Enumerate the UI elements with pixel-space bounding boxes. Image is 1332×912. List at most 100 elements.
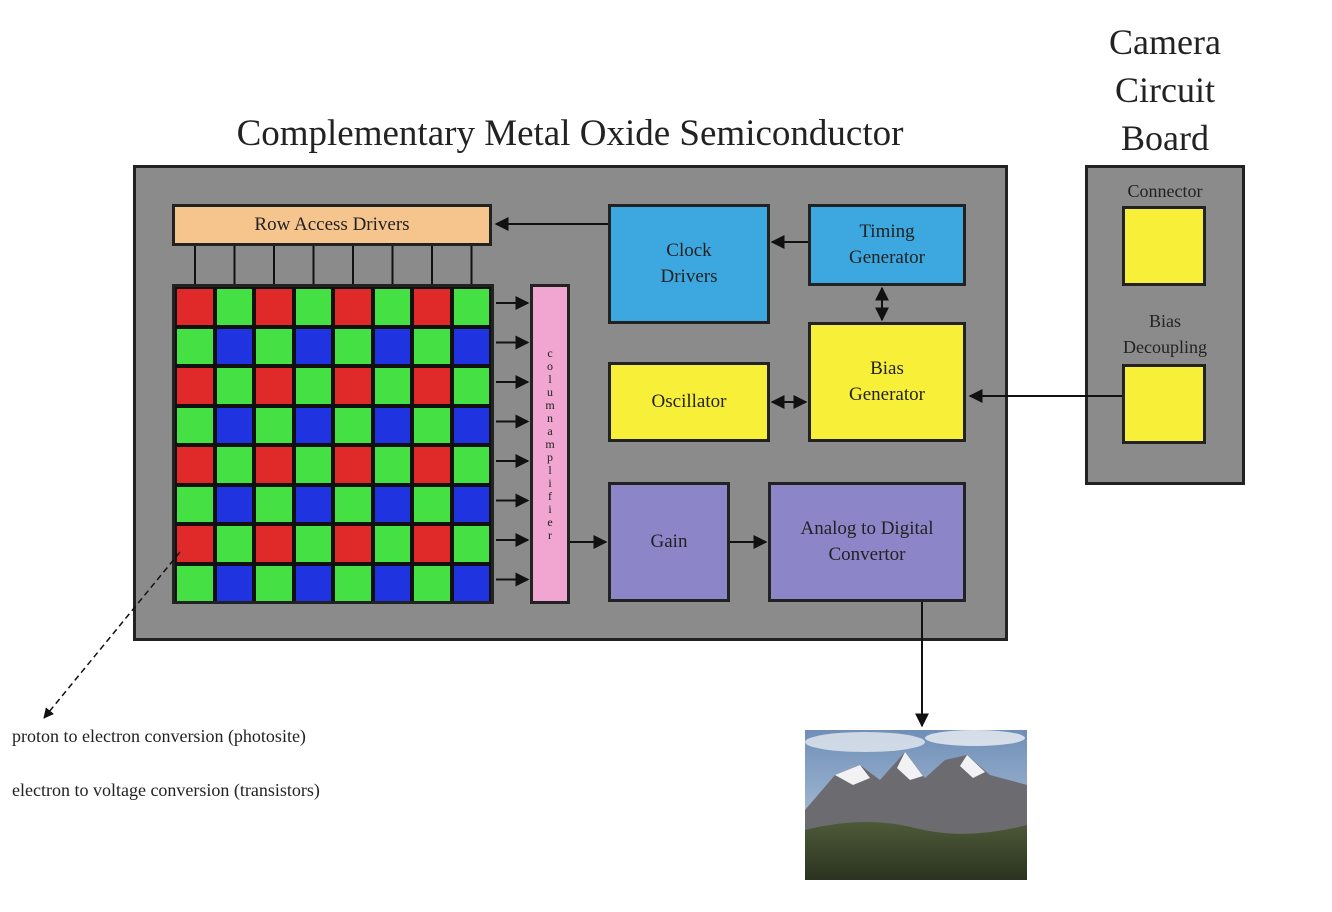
pixel-cell bbox=[414, 526, 450, 562]
photosite-note: proton to electron conversion (photosite… bbox=[12, 726, 306, 746]
timing-generator-line1: Timing bbox=[859, 221, 915, 242]
column-amplifier-letter: c bbox=[547, 345, 553, 360]
pixel-cell bbox=[177, 289, 213, 325]
pixel-cell bbox=[414, 447, 450, 483]
column-amplifier-letter: i bbox=[548, 501, 552, 516]
pixel-cell bbox=[453, 368, 489, 404]
clock-drivers: Clock Drivers bbox=[608, 204, 770, 324]
row-access-drivers: Row Access Drivers bbox=[172, 204, 492, 246]
pixel-cell bbox=[374, 526, 410, 562]
column-amplifier-letter: m bbox=[545, 397, 555, 412]
pixel-cell bbox=[256, 328, 292, 364]
pixel-cell bbox=[335, 368, 371, 404]
column-amplifier-letter: p bbox=[547, 449, 553, 464]
column-amplifier-letter: i bbox=[548, 475, 552, 490]
camera-board-title-line3: Board bbox=[1121, 118, 1209, 158]
pixel-cell bbox=[335, 447, 371, 483]
oscillator-label: Oscillator bbox=[651, 391, 727, 412]
column-amplifier-letter: m bbox=[545, 436, 555, 451]
column-amplifier-letter: a bbox=[547, 423, 553, 438]
pixel-cell bbox=[295, 526, 331, 562]
pixel-cell bbox=[335, 565, 371, 601]
adc-line2: Convertor bbox=[828, 544, 906, 565]
bias-decoupling-label: Bias Decoupling bbox=[1090, 308, 1240, 360]
connector-block bbox=[1122, 206, 1206, 286]
pixel-cell bbox=[453, 486, 489, 522]
pixel-cell bbox=[256, 526, 292, 562]
pixel-cell bbox=[295, 565, 331, 601]
chip-title: Complementary Metal Oxide Semiconductor bbox=[236, 113, 904, 154]
pixel-cell bbox=[335, 407, 371, 443]
pixel-cell bbox=[453, 407, 489, 443]
pixel-cell bbox=[216, 565, 252, 601]
pixel-cell bbox=[216, 526, 252, 562]
pixel-cell bbox=[414, 328, 450, 364]
pixel-cell bbox=[295, 486, 331, 522]
pixel-cell bbox=[414, 289, 450, 325]
pixel-cell bbox=[335, 526, 371, 562]
pixel-cell bbox=[453, 526, 489, 562]
camera-board-title-line2: Circuit bbox=[1115, 70, 1215, 110]
pixel-cell bbox=[335, 289, 371, 325]
camera-board-title-line1: Camera bbox=[1109, 22, 1221, 62]
camera-board-title: Camera Circuit Board bbox=[1085, 18, 1245, 162]
oscillator: Oscillator bbox=[608, 362, 770, 442]
pixel-cell bbox=[295, 328, 331, 364]
pixel-cell bbox=[177, 565, 213, 601]
photosite-pointer bbox=[43, 551, 181, 719]
pixel-cell bbox=[453, 289, 489, 325]
pixel-cell bbox=[177, 407, 213, 443]
column-amplifier-letter: r bbox=[548, 527, 552, 542]
column-amplifier-letter: f bbox=[548, 488, 552, 503]
bias-decoupling-label-line1: Bias bbox=[1148, 311, 1181, 331]
pixel-cell bbox=[256, 486, 292, 522]
pixel-cell bbox=[216, 289, 252, 325]
pixel-cell bbox=[256, 565, 292, 601]
pixel-cell bbox=[256, 407, 292, 443]
column-amplifier-letter: l bbox=[548, 371, 552, 386]
pixel-cell bbox=[374, 368, 410, 404]
pixel-cell bbox=[216, 328, 252, 364]
pixel-cell bbox=[335, 486, 371, 522]
pixel-cell bbox=[453, 565, 489, 601]
gain-label: Gain bbox=[650, 531, 688, 552]
pixel-cell bbox=[414, 565, 450, 601]
pixel-cell bbox=[414, 407, 450, 443]
bias-decoupling-label-line2: Decoupling bbox=[1123, 337, 1207, 357]
pixel-cell bbox=[374, 565, 410, 601]
pixel-cell bbox=[177, 447, 213, 483]
pixel-cell bbox=[335, 328, 371, 364]
mountain-photo-art bbox=[805, 730, 1027, 880]
pixel-cell bbox=[216, 486, 252, 522]
pixel-cell bbox=[295, 368, 331, 404]
timing-generator: Timing Generator bbox=[808, 204, 966, 286]
adc-line1: Analog to Digital bbox=[800, 518, 934, 539]
pixel-cell bbox=[295, 407, 331, 443]
pixel-cell bbox=[414, 486, 450, 522]
pixel-cell bbox=[374, 407, 410, 443]
column-amplifier-letter: e bbox=[547, 514, 553, 529]
clock-drivers-line1: Clock bbox=[666, 240, 712, 261]
pixel-cell bbox=[374, 447, 410, 483]
column-amplifier-letter: l bbox=[548, 462, 552, 477]
pixel-cell bbox=[177, 486, 213, 522]
output-image-mountains bbox=[805, 730, 1027, 880]
pixel-cell bbox=[177, 328, 213, 364]
pixel-cell bbox=[177, 368, 213, 404]
analog-to-digital-convertor: Analog to Digital Convertor bbox=[768, 482, 966, 602]
pixel-cell bbox=[216, 407, 252, 443]
column-amplifier-letter: n bbox=[547, 410, 553, 425]
pixel-cell bbox=[216, 368, 252, 404]
timing-generator-line2: Generator bbox=[849, 247, 925, 268]
column-amplifier-letter: o bbox=[547, 358, 553, 373]
pixel-cell bbox=[374, 486, 410, 522]
pixel-cell bbox=[256, 368, 292, 404]
bias-decoupling-block bbox=[1122, 364, 1206, 444]
pixel-cell bbox=[295, 447, 331, 483]
pixel-cell bbox=[414, 368, 450, 404]
pixel-cell bbox=[453, 447, 489, 483]
pixel-cell bbox=[256, 447, 292, 483]
row-access-drivers-label: Row Access Drivers bbox=[254, 214, 410, 235]
